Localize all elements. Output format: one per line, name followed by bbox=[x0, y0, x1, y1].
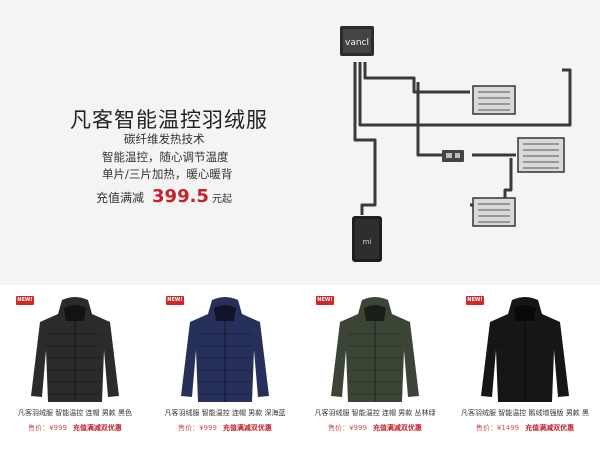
hero-title: 凡客智能温控羽绒服 bbox=[70, 108, 268, 132]
product-card[interactable]: NEW! 凡客羽绒服 智能温控 鹅绒增强版 男款 黑 售价：¥1499 充值满减双… bbox=[450, 290, 600, 456]
heating-pad-bottom bbox=[472, 197, 516, 227]
temperature-switch bbox=[442, 150, 464, 162]
promo-text: 充值满减双优惠 bbox=[72, 424, 122, 432]
price-label: 售价： bbox=[28, 424, 50, 432]
controller-logo: vancl bbox=[345, 38, 369, 48]
product-price-line: 售价：¥999 充值满减双优惠 bbox=[0, 423, 150, 433]
new-badge: NEW! bbox=[316, 296, 334, 305]
product-price: ¥999 bbox=[199, 424, 217, 432]
price-label: 售价： bbox=[178, 424, 200, 432]
new-badge: NEW! bbox=[16, 296, 34, 305]
product-price: ¥1499 bbox=[496, 424, 520, 432]
wire bbox=[363, 62, 470, 94]
product-price-line: 售价：¥999 充值满减双优惠 bbox=[300, 423, 450, 433]
product-price-line: 售价：¥1499 充值满减双优惠 bbox=[450, 423, 600, 433]
promo-text: 充值满减双优惠 bbox=[222, 424, 272, 432]
price-label: 售价： bbox=[328, 424, 350, 432]
product-name: 凡客羽绒服 智能温控 连帽 男款 丛林绿 bbox=[314, 409, 436, 417]
price-prefix: 充值满减 bbox=[96, 191, 145, 205]
feature-2: 智能温控，随心调节温度 bbox=[102, 150, 229, 164]
price-label: 售价： bbox=[475, 424, 497, 432]
new-badge: NEW! bbox=[166, 296, 184, 305]
product-card[interactable]: NEW! 凡客羽绒服 智能温控 连帽 男款 丛林绿 售价：¥999 充值满减双优惠 bbox=[300, 290, 450, 456]
promo-text: 充值满减双优惠 bbox=[525, 424, 575, 432]
jacket-image bbox=[181, 297, 269, 402]
product-card[interactable]: NEW! 凡客羽绒服 智能温控 连帽 男款 深海蓝 售价：¥999 充值满减双优惠 bbox=[150, 290, 300, 456]
new-badge: NEW! bbox=[466, 296, 484, 305]
product-name: 凡客羽绒服 智能温控 连帽 男款 深海蓝 bbox=[164, 409, 286, 417]
controller: vancl bbox=[340, 26, 374, 56]
promo-text: 充值满减双优惠 bbox=[372, 424, 422, 432]
product-name: 凡客羽绒服 智能温控 鹅绒增强版 男款 黑 bbox=[461, 409, 589, 417]
price-suffix: 元起 bbox=[211, 194, 232, 205]
power-bank: mi bbox=[352, 216, 382, 262]
heating-pad-top bbox=[472, 85, 516, 115]
jacket-image bbox=[481, 297, 569, 402]
jacket-image bbox=[331, 297, 419, 402]
product-name: 凡客羽绒服 智能温控 连帽 男款 黑色 bbox=[18, 409, 132, 417]
wire bbox=[416, 82, 452, 157]
heating-pad-middle bbox=[517, 137, 565, 173]
product-price: ¥999 bbox=[349, 424, 367, 432]
product-card[interactable]: NEW! 凡客羽绒服 智能温控 连帽 男款 黑色 售价：¥999 充值满减双优惠 bbox=[0, 290, 150, 456]
feature-1: 碳纤维发热技术 bbox=[124, 132, 205, 146]
wire bbox=[358, 62, 572, 127]
wire bbox=[353, 62, 377, 215]
heating-diagram: vancl mi bbox=[340, 26, 572, 262]
product-price-line: 售价：¥999 充值满减双优惠 bbox=[150, 423, 300, 433]
feature-3: 单片/三片加热，暖心暖背 bbox=[102, 167, 233, 181]
powerbank-logo: mi bbox=[363, 238, 372, 246]
jacket-image bbox=[31, 297, 119, 402]
price-value: 399.5 bbox=[152, 186, 209, 207]
product-price: ¥999 bbox=[49, 424, 67, 432]
hero-banner[interactable]: 凡客智能温控羽绒服 碳纤维发热技术 智能温控，随心调节温度 单片/三片加热，暖心… bbox=[0, 0, 600, 285]
